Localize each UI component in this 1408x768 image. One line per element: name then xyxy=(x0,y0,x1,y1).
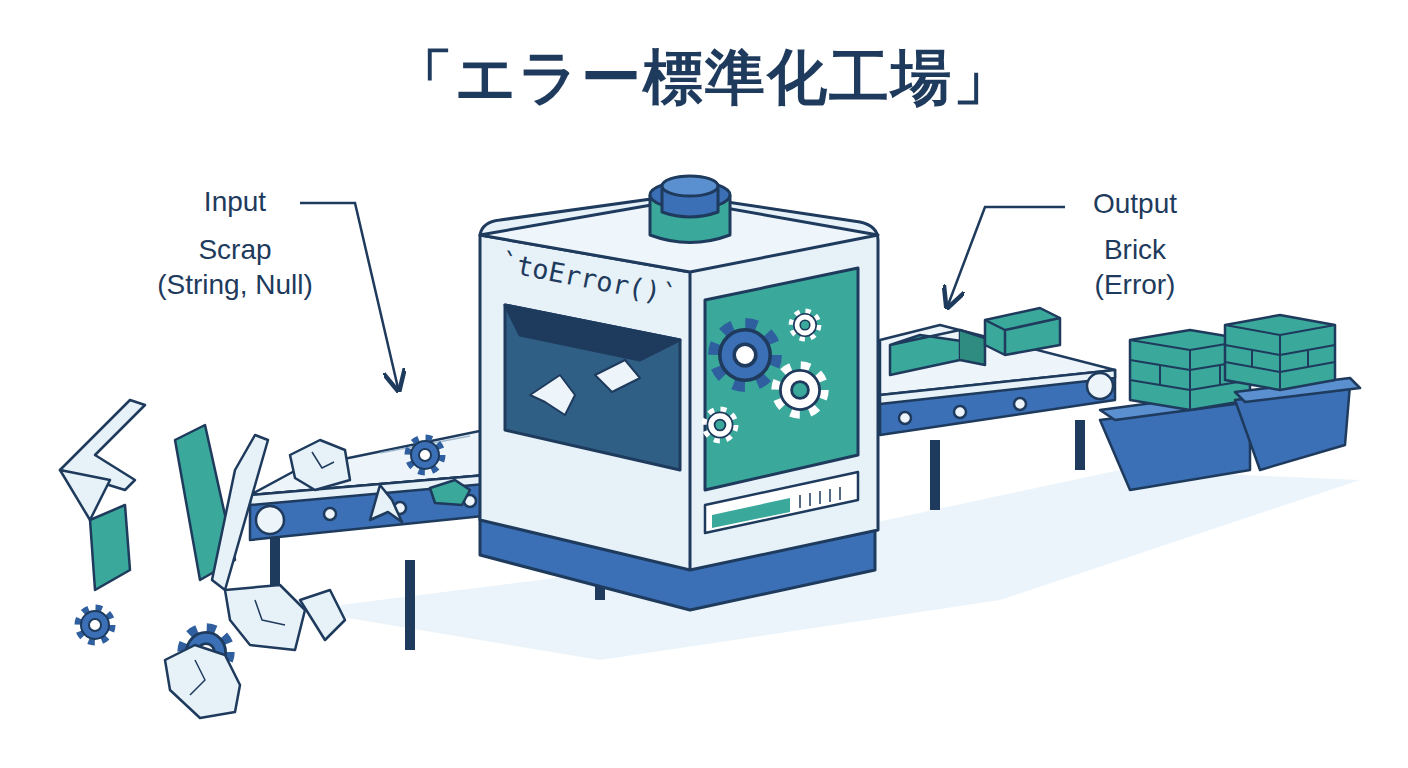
output-conveyor xyxy=(880,308,1115,510)
scrap-pile xyxy=(60,400,345,718)
machine-body xyxy=(480,176,878,610)
brick-bins xyxy=(1100,315,1360,490)
leader-line xyxy=(948,207,1065,305)
callout-text: Scrap (String, Null) xyxy=(154,232,316,302)
diagram-title: 「エラー標準化工場」 xyxy=(0,38,1408,119)
callout-heading: Output xyxy=(1070,186,1200,221)
machine-label: `toError()` xyxy=(498,246,679,311)
leader-line xyxy=(300,203,398,388)
floor-shadow xyxy=(300,470,1360,660)
callout-text: Brick (Error) xyxy=(1085,232,1185,302)
callout-heading: Input xyxy=(180,184,290,219)
machine-node: `toError()` xyxy=(497,232,687,302)
